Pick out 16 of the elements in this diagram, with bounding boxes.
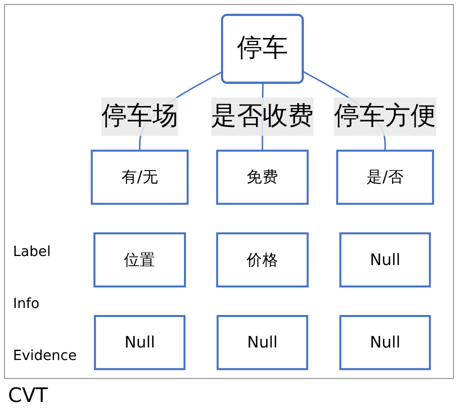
row-label: Evidence xyxy=(12,348,75,364)
edge-label: 停车方便 xyxy=(334,100,436,130)
caption: CVT xyxy=(8,383,49,407)
node-box: Null xyxy=(94,314,186,370)
row-label: Label xyxy=(12,244,52,260)
edge-label: 停车场 xyxy=(101,100,178,130)
node-box: Null xyxy=(216,314,308,370)
node-box: 免费 xyxy=(216,149,309,204)
node-box: 价格 xyxy=(216,232,309,287)
node-box: 是/否 xyxy=(336,149,434,204)
node-box: 有/无 xyxy=(90,149,189,204)
node-box: 位置 xyxy=(93,232,186,287)
edge-label: 是否收费 xyxy=(211,100,314,130)
row-label: Info xyxy=(12,296,40,312)
node-box: Null xyxy=(339,232,431,287)
node-box: Null xyxy=(339,314,431,370)
